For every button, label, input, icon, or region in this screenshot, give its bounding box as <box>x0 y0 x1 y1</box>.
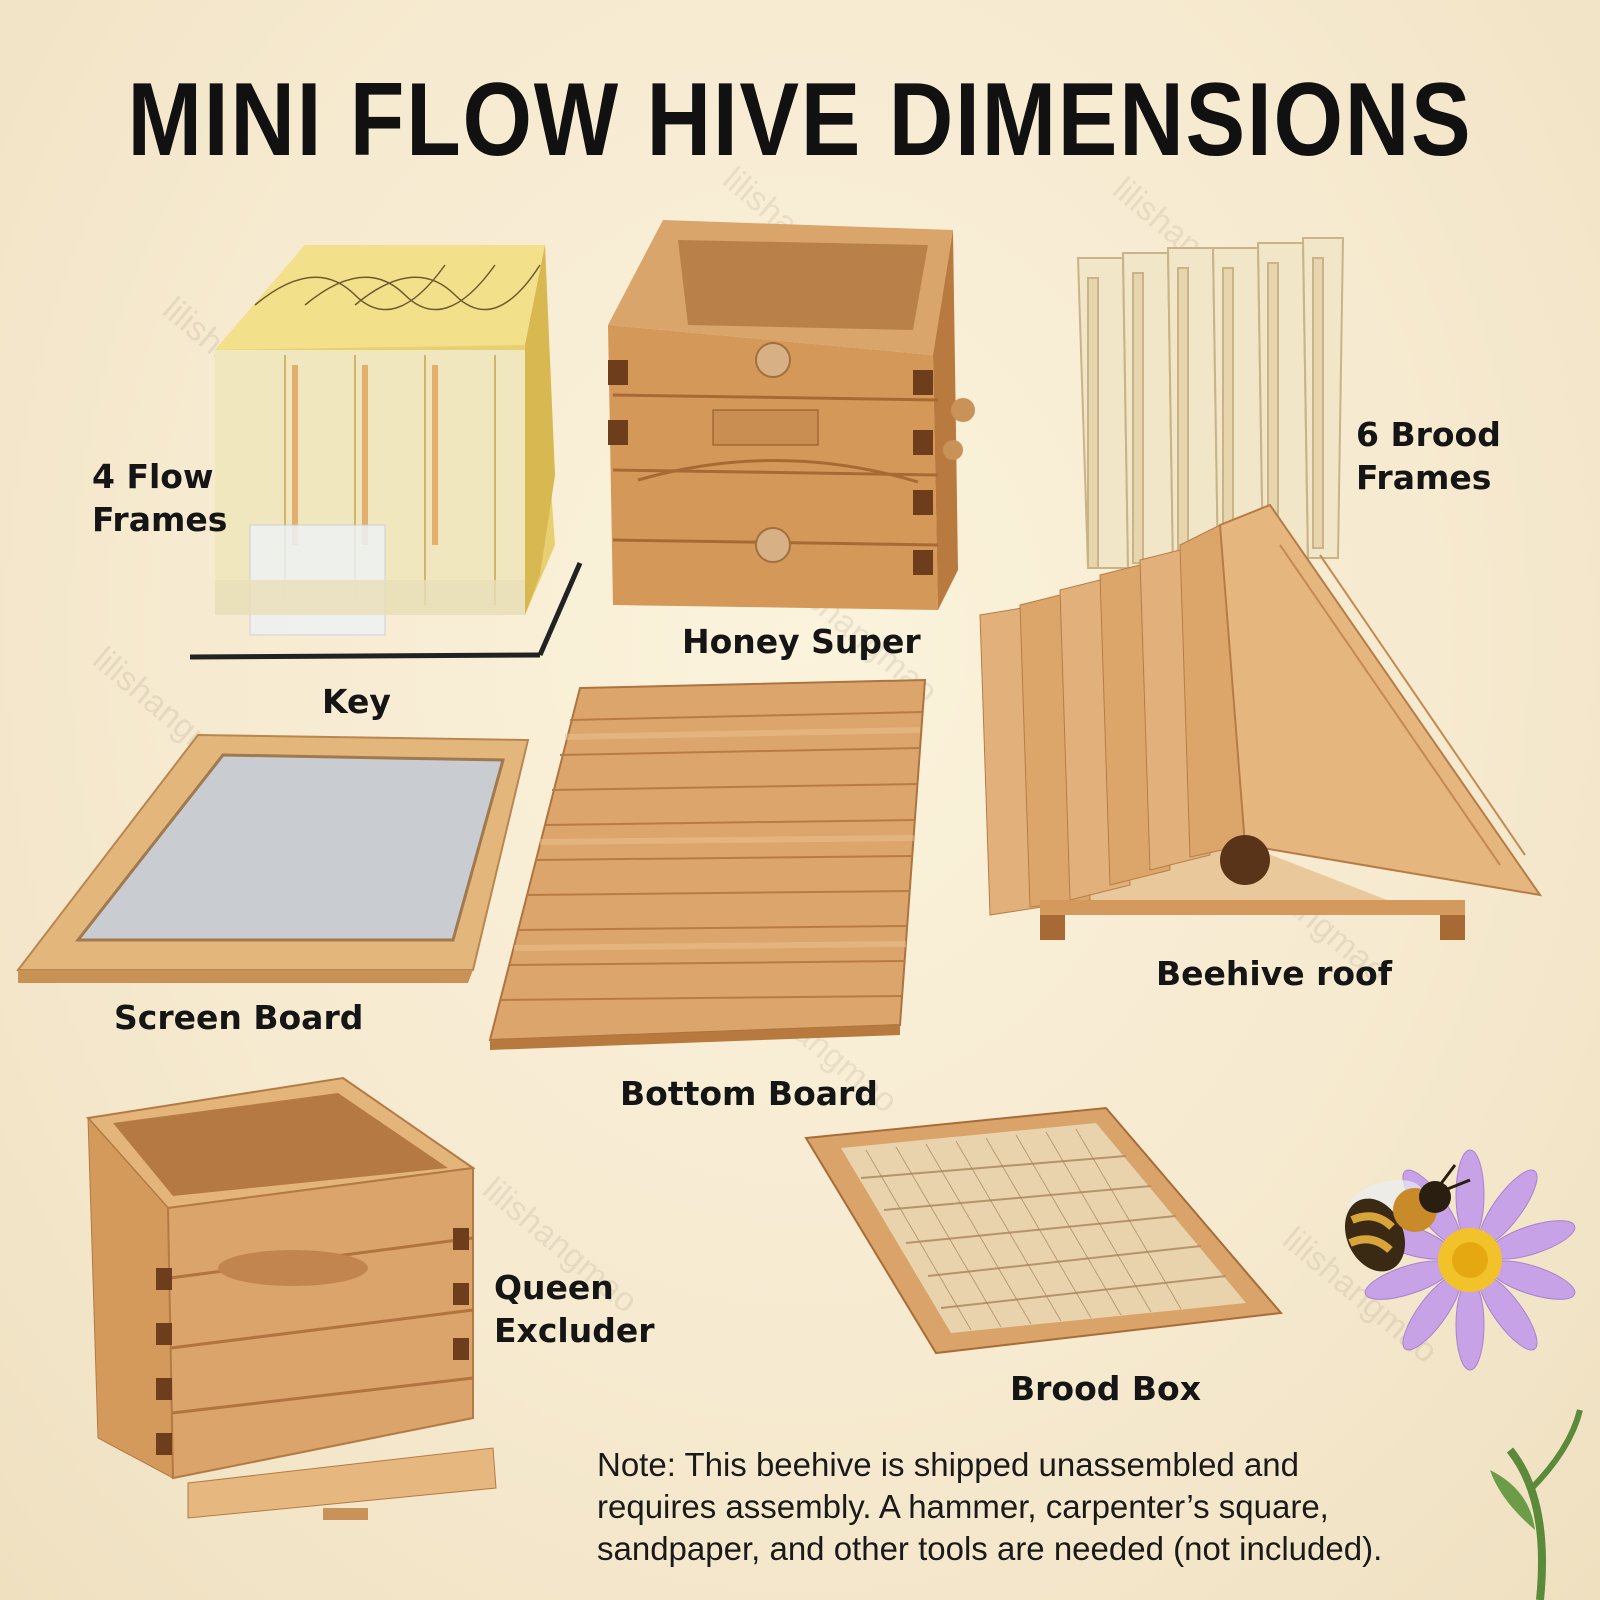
flow-frames-image <box>189 245 583 660</box>
brood-frames-label-line1: 6 Brood <box>1356 415 1501 454</box>
queen-excluder-image <box>86 1076 497 1520</box>
beehive-roof-image <box>979 503 1543 940</box>
brood-frames-label-line2: Frames <box>1356 458 1492 497</box>
queen-excluder-label-line1: Queen <box>494 1268 614 1307</box>
screen-board-image <box>15 733 530 983</box>
note-line-2: requires assembly. A hammer, carpenter’s… <box>597 1488 1329 1525</box>
flow-frames-label-line2: Frames <box>92 500 228 539</box>
brood-box-label: Brood Box <box>1010 1369 1201 1408</box>
queen-excluder-label-line2: Excluder <box>494 1311 655 1350</box>
beehive-roof-label: Beehive roof <box>1156 954 1393 993</box>
honey-super-label: Honey Super <box>682 622 921 661</box>
assembly-note: Note: This beehive is shipped unassemble… <box>597 1444 1517 1570</box>
note-line-1: Note: This beehive is shipped unassemble… <box>597 1446 1300 1483</box>
flow-frames-label-line1: 4 Flow <box>92 457 214 496</box>
flower-icon <box>1364 1149 1583 1600</box>
note-line-3: sandpaper, and other tools are needed (n… <box>597 1530 1383 1567</box>
brood-frames-image <box>1076 237 1345 569</box>
brood-box-image <box>804 1106 1283 1355</box>
key-label: Key <box>322 682 391 721</box>
screen-board-label: Screen Board <box>114 998 364 1037</box>
bottom-board-label: Bottom Board <box>620 1074 878 1113</box>
bee-icon <box>1344 1164 1471 1272</box>
page-title: MINI FLOW HIVE DIMENSIONS <box>127 62 1473 178</box>
bottom-board-image <box>488 678 927 1050</box>
honey-super-image <box>608 220 975 610</box>
